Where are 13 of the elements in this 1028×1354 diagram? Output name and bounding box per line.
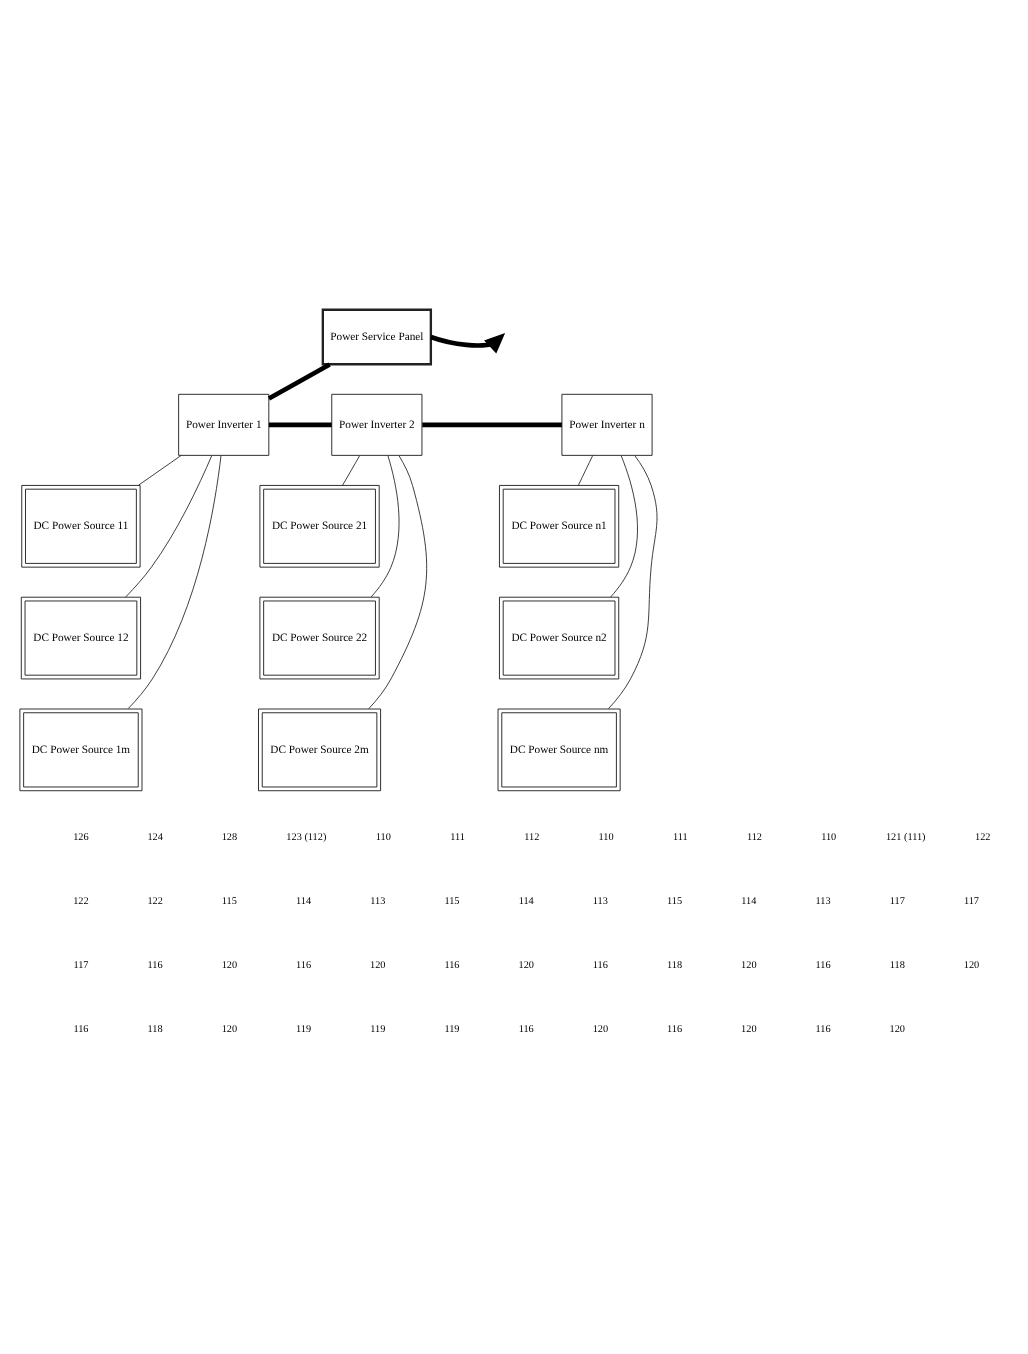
connector: [422, 421, 562, 427]
connector: [370, 453, 400, 597]
connector: [607, 454, 658, 709]
connector: [137, 453, 182, 485]
connector: [267, 361, 331, 400]
connector: [610, 454, 638, 597]
connector: [125, 454, 213, 597]
connector: [342, 453, 361, 485]
connector: [268, 421, 332, 427]
connector: [577, 453, 594, 485]
connector: [368, 454, 428, 709]
connector: [127, 453, 222, 709]
arrow: [430, 332, 506, 353]
